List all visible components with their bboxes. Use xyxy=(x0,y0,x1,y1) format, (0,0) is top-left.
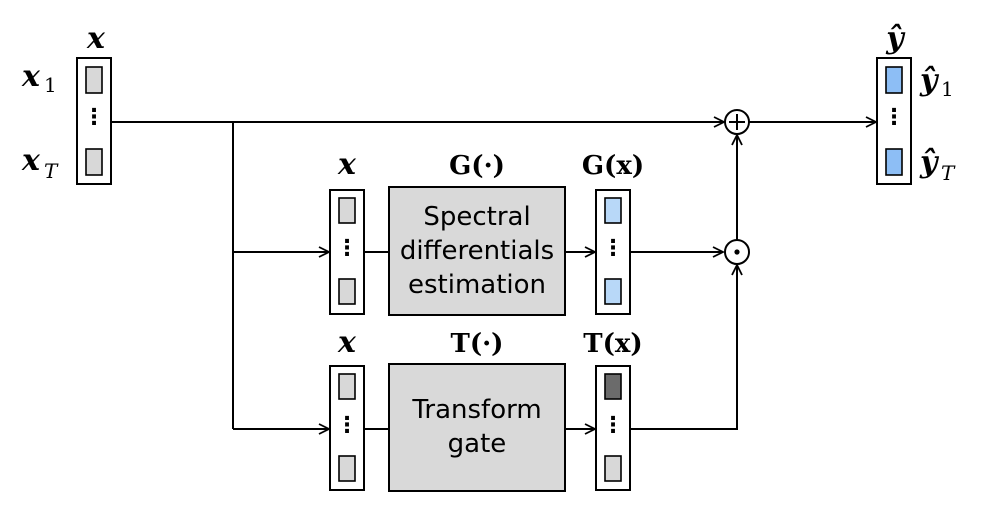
gate-input-cell-last xyxy=(338,278,356,305)
gate-output-cell-first xyxy=(604,197,622,224)
gate-block-line-1: Spectral xyxy=(423,202,530,232)
output-cell-last xyxy=(885,148,903,176)
svg-text:1: 1 xyxy=(44,73,57,97)
input-last-label: x T xyxy=(21,143,59,183)
output-last-label: ŷ T xyxy=(919,145,956,185)
transform-block-line-2: gate xyxy=(448,429,507,459)
transform-input-label: x xyxy=(337,325,357,360)
gate-input-label: x xyxy=(337,147,357,182)
transform-block-line-1: Transform xyxy=(411,395,541,425)
transform-output-cell-first xyxy=(604,373,622,400)
transform-input-cell-last xyxy=(338,455,356,482)
output-label: ŷ xyxy=(885,21,906,56)
transform-output-label: T(x) xyxy=(583,329,642,359)
gate-input-vdots: ⋮ xyxy=(336,236,358,261)
product-operator-dot xyxy=(734,249,740,255)
gate-block-line-3: estimation xyxy=(408,270,546,300)
transform-function-label: T(·) xyxy=(450,329,503,359)
svg-text:T: T xyxy=(941,161,956,185)
spectral-differentials-estimation-block xyxy=(388,186,566,316)
svg-text:x: x xyxy=(21,59,41,94)
input-label: x xyxy=(86,21,106,56)
gate-block-line-2: differentials xyxy=(400,236,554,266)
svg-text:ŷ: ŷ xyxy=(919,145,940,180)
gate-output-cell-last xyxy=(604,278,622,305)
transform-output-to-product-arrow xyxy=(630,265,737,430)
svg-text:1: 1 xyxy=(941,77,954,101)
gate-output-label: G(x) xyxy=(582,151,644,181)
gate-input-cell-first xyxy=(338,197,356,224)
input-cell-last xyxy=(85,148,103,176)
svg-text:ŷ: ŷ xyxy=(919,63,940,98)
input-cell-first xyxy=(85,66,103,94)
output-vdots: ⋮ xyxy=(883,105,905,130)
output-first-label: ŷ 1 xyxy=(919,63,954,101)
transform-output-cell-last xyxy=(604,455,622,482)
transform-output-vdots: ⋮ xyxy=(602,413,624,438)
transform-gate-block xyxy=(388,363,566,492)
output-cell-first xyxy=(885,66,903,94)
input-vdots: ⋮ xyxy=(83,105,105,130)
svg-text:x: x xyxy=(21,143,41,178)
input-first-label: x 1 xyxy=(21,59,57,97)
svg-text:T: T xyxy=(44,159,59,183)
gate-function-label: G(·) xyxy=(449,151,505,181)
transform-input-vdots: ⋮ xyxy=(336,413,358,438)
transform-input-cell-first xyxy=(338,373,356,400)
gate-output-vdots: ⋮ xyxy=(602,236,624,261)
